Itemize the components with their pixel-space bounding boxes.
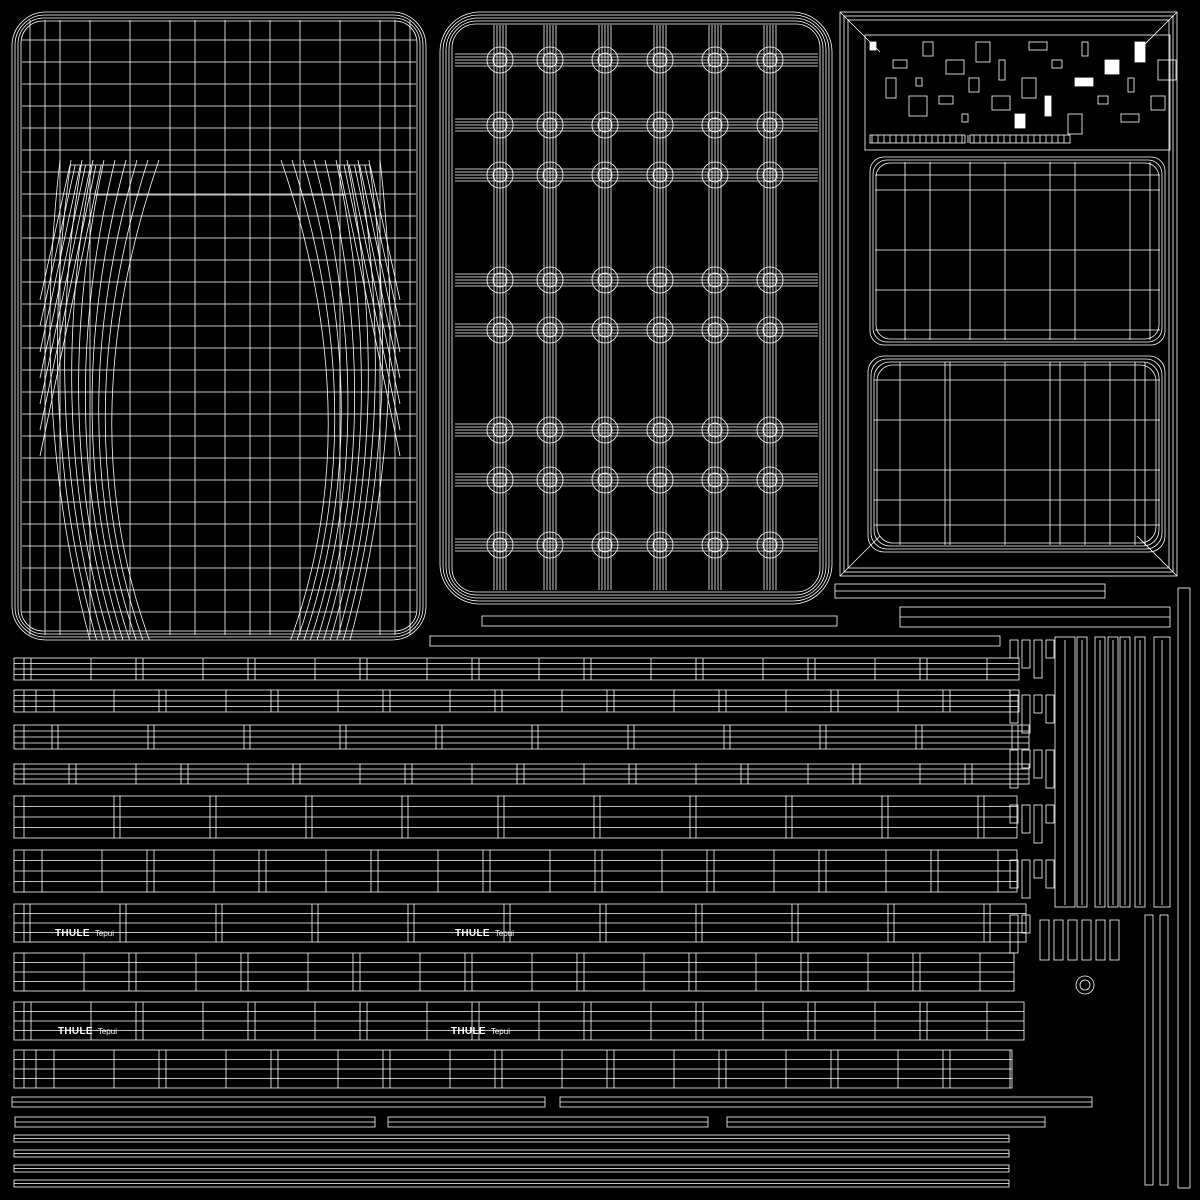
logo-brand-text: THULE — [58, 1026, 93, 1037]
uv-island-shell-right — [839, 11, 1178, 577]
uv-inner-panel-upper — [869, 156, 1166, 346]
thule-logo-label: THULE Tepui — [58, 1026, 117, 1037]
logo-brand-text: THULE — [55, 928, 90, 939]
logo-brand-text: THULE — [451, 1026, 486, 1037]
thule-logo-label: THULE Tepui — [455, 928, 514, 939]
uv-long-strips — [11, 657, 1093, 1188]
logo-brand-text: THULE — [455, 928, 490, 939]
logo-model-text: Tepui — [95, 929, 114, 938]
uv-thin-strips-top — [429, 583, 1171, 647]
uv-vertical-strips — [1054, 587, 1191, 1189]
uv-small-parts-cluster — [864, 34, 1177, 151]
uv-island-shell-center — [439, 11, 833, 605]
thule-logo-label: THULE Tepui — [451, 1026, 510, 1037]
uv-small-parts-right — [1009, 639, 1120, 995]
uv-island-shell-left — [11, 11, 427, 641]
logo-model-text: Tepui — [495, 929, 514, 938]
thule-logo-label: THULE Tepui — [55, 928, 114, 939]
logo-model-text: Tepui — [98, 1027, 117, 1036]
logo-model-text: Tepui — [491, 1027, 510, 1036]
uv-inner-panel-lower — [867, 355, 1166, 553]
